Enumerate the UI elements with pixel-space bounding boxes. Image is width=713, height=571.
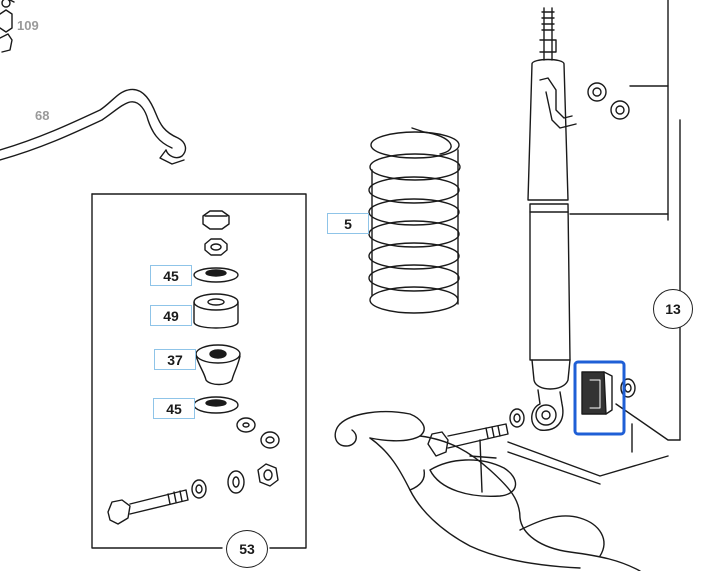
callout-5[interactable]: 5	[327, 213, 369, 234]
callout-45-bottom[interactable]: 45	[153, 398, 195, 419]
part-label-68: 68	[35, 108, 50, 123]
hardware-kit-box	[91, 193, 307, 549]
lower-mount-bolt	[427, 423, 509, 457]
callout-37[interactable]: 37	[154, 349, 196, 370]
frame-bracket	[507, 0, 681, 485]
coil-spring	[368, 127, 461, 314]
link-hardware-top-left	[0, 0, 15, 53]
shock-absorber	[509, 7, 636, 431]
part-label-109: 109	[17, 18, 39, 33]
callout-13[interactable]: 13	[653, 289, 693, 329]
stabilizer-bar	[0, 88, 187, 165]
callout-45-top[interactable]: 45	[150, 265, 192, 286]
lower-control-arm	[334, 410, 641, 571]
callout-53[interactable]: 53	[226, 530, 268, 568]
callout-49[interactable]: 49	[150, 305, 192, 326]
highlight-box	[573, 360, 626, 436]
